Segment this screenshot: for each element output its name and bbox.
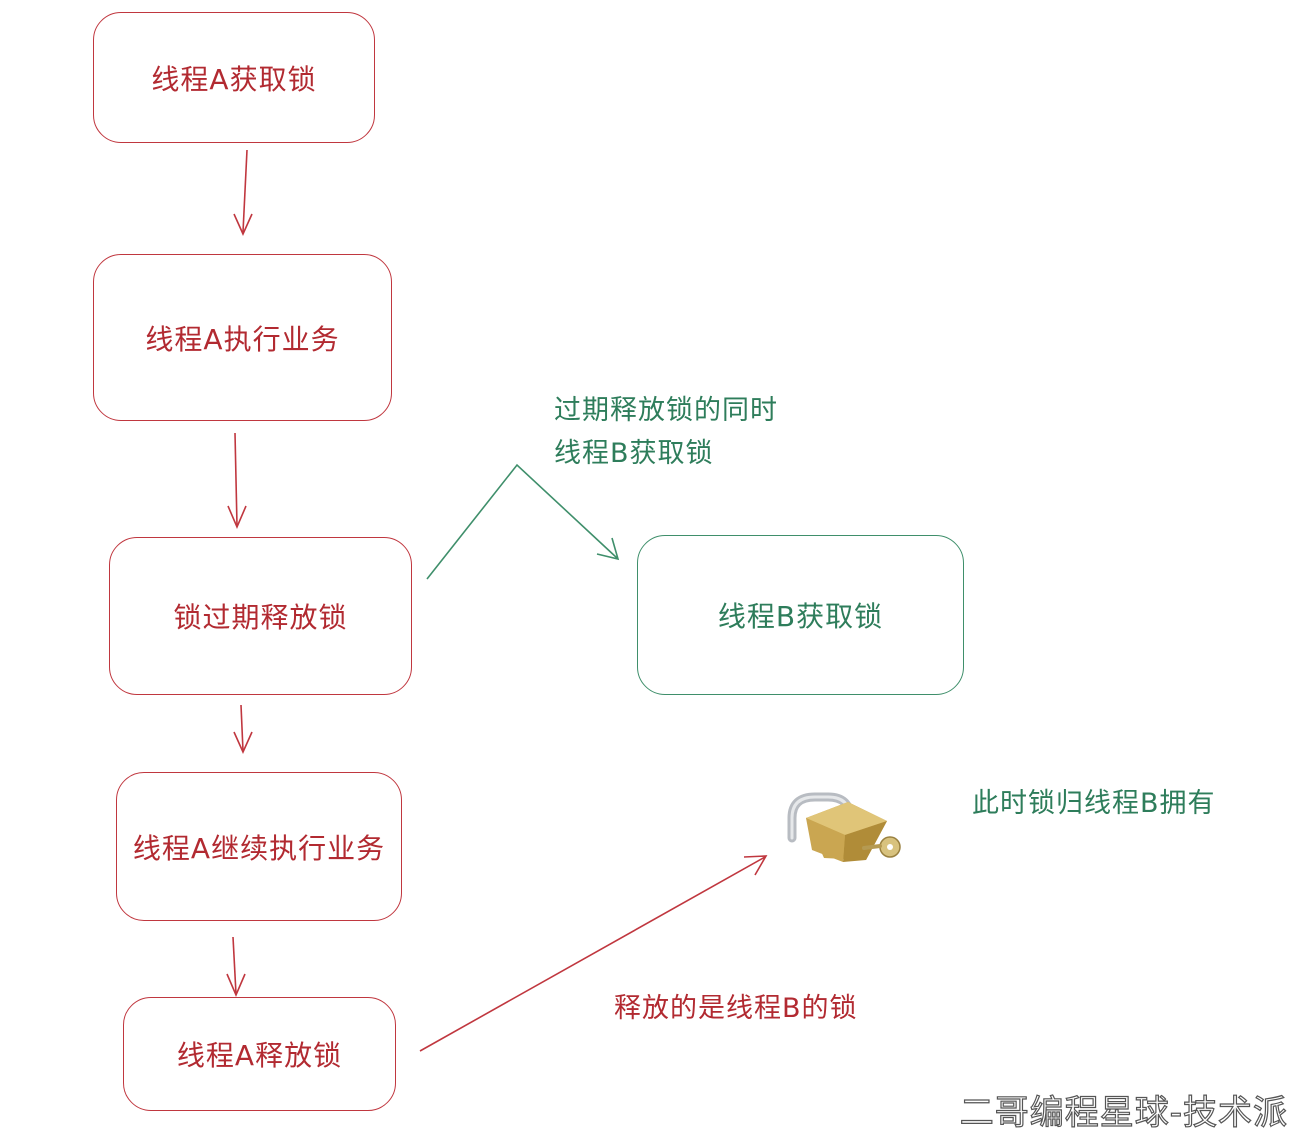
annotation-expire-simultaneous: 过期释放锁的同时 线程B获取锁 bbox=[554, 389, 778, 475]
arrow-execute-to-expire bbox=[234, 432, 238, 527]
node-thread-a-release: 线程A释放锁 bbox=[123, 997, 396, 1111]
watermark: 二哥编程星球-技术派 bbox=[959, 1092, 1288, 1133]
node-lock-expire-release: 锁过期释放锁 bbox=[109, 537, 412, 695]
annotation-expire-line1: 过期释放锁的同时 bbox=[554, 395, 778, 426]
arrow-expire-to-b-acquire bbox=[426, 463, 618, 580]
node-thread-a-continue: 线程A继续执行业务 bbox=[116, 772, 402, 921]
node-thread-b-acquire-lock: 线程B获取锁 bbox=[637, 535, 964, 695]
padlock-with-key-icon bbox=[787, 792, 901, 862]
arrow-expire-to-continue bbox=[240, 704, 244, 752]
node-thread-a-acquire-lock: 线程A获取锁 bbox=[93, 12, 375, 143]
arrow-release-to-lock bbox=[419, 856, 766, 1052]
arrow-continue-to-release bbox=[232, 936, 237, 995]
annotation-expire-line2: 线程B获取锁 bbox=[554, 438, 714, 469]
arrow-acquire-to-execute bbox=[242, 149, 248, 233]
node-thread-a-execute: 线程A执行业务 bbox=[93, 254, 392, 421]
annotation-lock-owner: 此时锁归线程B拥有 bbox=[972, 788, 1216, 819]
annotation-wrong-release: 释放的是线程B的锁 bbox=[614, 993, 858, 1024]
